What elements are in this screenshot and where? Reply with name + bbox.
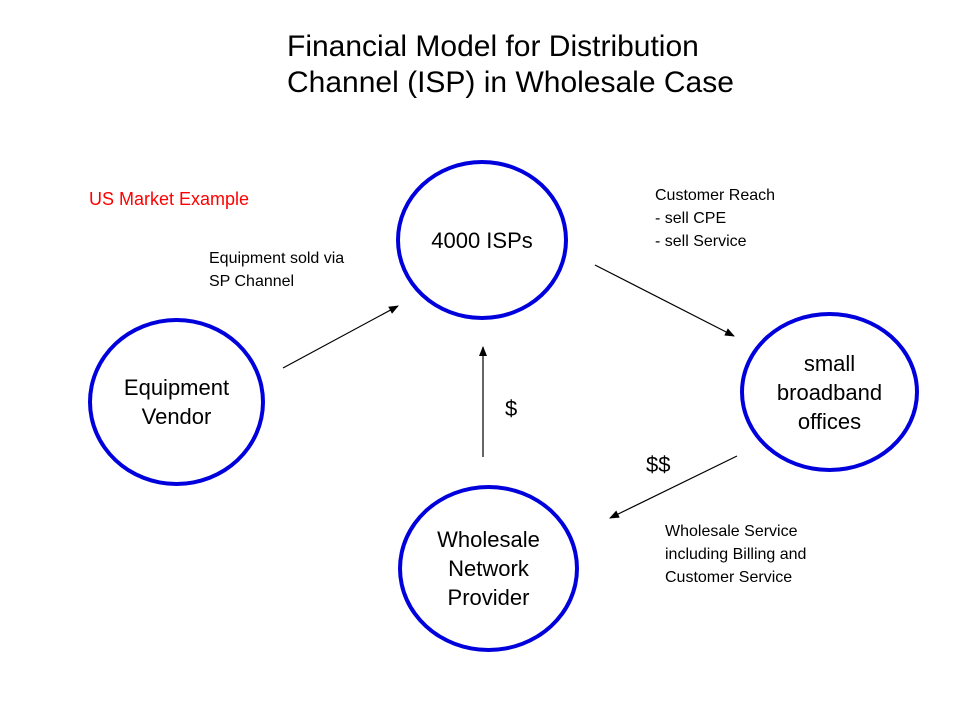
- node-vendor-line-2: Vendor: [141, 404, 212, 429]
- annotation-wholesale-service: Wholesale Service including Billing and …: [665, 520, 806, 589]
- node-equipment-vendor: Equipment Vendor: [88, 318, 265, 486]
- node-wholesale-network-provider: Wholesale Network Provider: [398, 485, 579, 652]
- node-broadband-line-2: broadband: [776, 379, 883, 405]
- page-title: Financial Model for Distribution Channel…: [287, 29, 734, 101]
- title-line-1: Financial Model for Distribution: [287, 30, 699, 63]
- arrow-isps-to-broadband: [594, 264, 735, 337]
- node-wholesale-line-2: Network: [448, 556, 529, 581]
- node-isps-label: 4000 ISPs: [431, 227, 533, 253]
- node-vendor-line-1: Equipment: [123, 375, 230, 400]
- node-small-broadband-offices: small broadband offices: [740, 312, 919, 472]
- title-line-2: Channel (ISP) in Wholesale Case: [287, 66, 734, 99]
- annotation-customer-reach: Customer Reach - sell CPE - sell Service: [655, 184, 775, 253]
- annotation-double-dollar: $$: [646, 452, 671, 477]
- equipment-sold-line-1: Equipment sold via: [209, 250, 345, 267]
- wholesale-service-line-3: Customer Service: [665, 569, 793, 586]
- customer-reach-line-1: Customer Reach: [655, 187, 776, 204]
- node-isps: 4000 ISPs: [396, 160, 568, 320]
- node-wholesale-line-1: Wholesale: [437, 527, 540, 552]
- node-broadband-line-3: offices: [797, 408, 862, 434]
- arrow-broadband-to-wholesale: [609, 455, 738, 519]
- equipment-sold-line-2: SP Channel: [209, 273, 295, 290]
- annotation-single-dollar: $: [505, 396, 518, 421]
- wholesale-service-line-1: Wholesale Service: [665, 523, 798, 540]
- customer-reach-line-2: - sell CPE: [655, 210, 727, 227]
- node-wholesale-line-3: Provider: [447, 585, 530, 610]
- annotation-equipment-sold: Equipment sold via SP Channel: [209, 247, 344, 293]
- node-broadband-line-1: small: [803, 350, 856, 376]
- market-label: US Market Example: [89, 189, 250, 209]
- arrow-vendor-to-isps: [282, 305, 399, 369]
- customer-reach-line-3: - sell Service: [655, 233, 747, 250]
- wholesale-service-line-2: including Billing and: [665, 546, 807, 563]
